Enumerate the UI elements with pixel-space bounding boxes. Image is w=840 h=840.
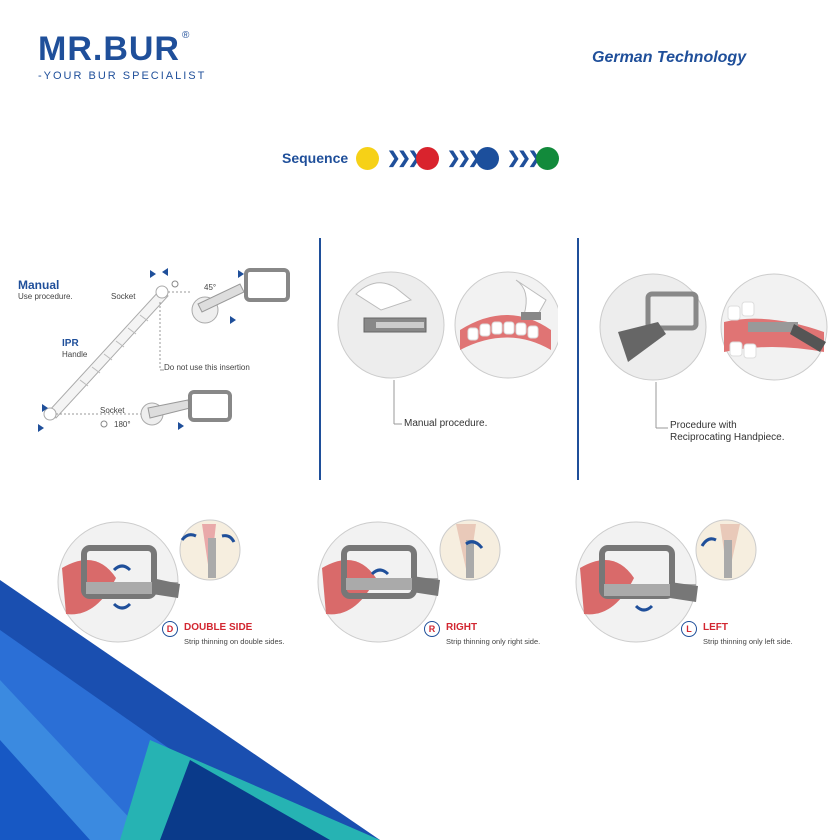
ipr-handle-illustration — [38, 268, 290, 432]
angle-bottom-label: 180° — [114, 420, 131, 429]
logo-tagline: -YOUR BUR SPECIALIST — [38, 70, 207, 82]
double-side-label: DOUBLE SIDE — [184, 622, 253, 633]
divider-right — [577, 238, 579, 480]
right-side-label: RIGHT — [446, 622, 478, 633]
warning-label: Do not use this insertion — [164, 363, 250, 372]
reciprocating-caption-line2: Reciprocating Handpiece. — [670, 432, 785, 443]
reciprocating-procedure-illustration — [599, 273, 828, 381]
left-side-label: LEFT — [703, 622, 728, 633]
double-side-badge: D — [162, 621, 178, 637]
sequence-dot-blue — [476, 147, 499, 170]
angle-top-label: 45° — [204, 283, 217, 292]
leader-line — [655, 382, 668, 429]
sequence-dot-green — [536, 147, 559, 170]
reciprocating-caption-line1: Procedure with — [670, 420, 737, 431]
chevron-right-icon: ❯❯❯ — [447, 150, 481, 167]
left-side-badge: L — [681, 621, 697, 637]
double-side-illustration — [57, 519, 241, 643]
sequence-dot-red — [416, 147, 439, 170]
sequence-dot-yellow — [356, 147, 379, 170]
ipr-subtitle: Handle — [62, 350, 88, 359]
decorative-corner-shape — [0, 580, 380, 840]
registered-mark: ® — [181, 30, 191, 41]
socket-bottom-label: Socket — [100, 406, 125, 415]
leader-line — [393, 380, 402, 425]
manual-procedure-illustration — [337, 271, 558, 379]
right-side-illustration — [317, 519, 501, 643]
left-side-illustration — [575, 519, 757, 643]
chevron-right-icon: ❯❯❯ — [507, 150, 541, 167]
technology-heading: German Technology — [592, 49, 747, 66]
ipr-title: IPR — [62, 338, 79, 349]
socket-top-label: Socket — [111, 292, 136, 301]
right-side-badge: R — [424, 621, 440, 637]
divider-left — [319, 238, 321, 480]
manual-subtitle: Use procedure. — [18, 292, 73, 301]
right-side-desc: Strip thinning only right side. — [446, 637, 541, 646]
manual-title: Manual — [18, 278, 60, 292]
manual-procedure-caption: Manual procedure. — [404, 418, 488, 429]
sequence-label: Sequence — [282, 150, 349, 166]
left-side-desc: Strip thinning only left side. — [703, 637, 793, 646]
double-side-desc: Strip thinning on double sides. — [184, 637, 285, 646]
chevron-right-icon: ❯❯❯ — [387, 150, 421, 167]
brand-logo: MR.BUR® — [38, 30, 190, 69]
logo-text: MR.BUR — [38, 30, 180, 68]
